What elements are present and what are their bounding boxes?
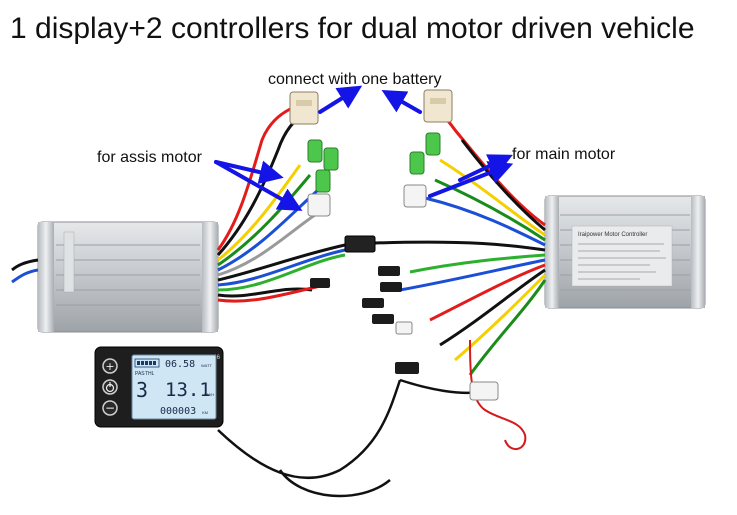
right-controller-label: Iraipower Motor Controller (578, 232, 647, 238)
lcd-odometer-readout: 000003 (160, 406, 196, 417)
lcd-speed-unit: KM/H (204, 392, 214, 397)
display-cable (217, 339, 527, 498)
lcd-odometer-unit: KM (202, 410, 208, 415)
center-connector (344, 235, 376, 253)
lcd-assist-level: 3 (136, 378, 148, 402)
annotation-arrows (214, 85, 514, 211)
left-green-connectors (307, 139, 339, 217)
minus-button[interactable]: − (102, 400, 118, 416)
loose-connectors (310, 266, 419, 374)
arrow-battery-left (318, 85, 363, 114)
lcd-thl-label: THL (145, 371, 155, 377)
lcd-pas-label: PAS (135, 371, 145, 377)
battery-label: connect with one battery (268, 71, 442, 88)
right-controller: Iraipower Motor Controller (544, 195, 706, 309)
minus-icon: − (105, 401, 115, 415)
right-green-connectors (403, 132, 441, 208)
arrow-main-2 (458, 154, 513, 182)
arrow-assist-1 (214, 160, 284, 184)
lcd-voltage-unit: WATT (201, 363, 212, 368)
assist-motor-label: for assis motor (97, 149, 202, 166)
right-controller-wires (374, 106, 547, 376)
lcd-screen (131, 354, 217, 420)
main-motor-label: for main motor (512, 146, 616, 163)
arrow-battery-right (381, 90, 422, 114)
left-battery-connector (289, 91, 319, 125)
lcd-voltage-readout: 06.58 (165, 359, 195, 370)
lcd-display-unit: S866 + − (94, 346, 224, 428)
right-battery-connector (423, 89, 453, 123)
battery-level-icon (134, 358, 160, 368)
arrow-assist-2 (214, 160, 303, 211)
plus-icon: + (105, 360, 114, 373)
power-button[interactable] (102, 379, 118, 395)
lcd-speed-readout: 13.1 (165, 379, 211, 401)
plus-button[interactable]: + (102, 358, 118, 374)
left-controller (37, 221, 219, 333)
diagram-title: 1 display+2 controllers for dual motor d… (10, 12, 695, 45)
